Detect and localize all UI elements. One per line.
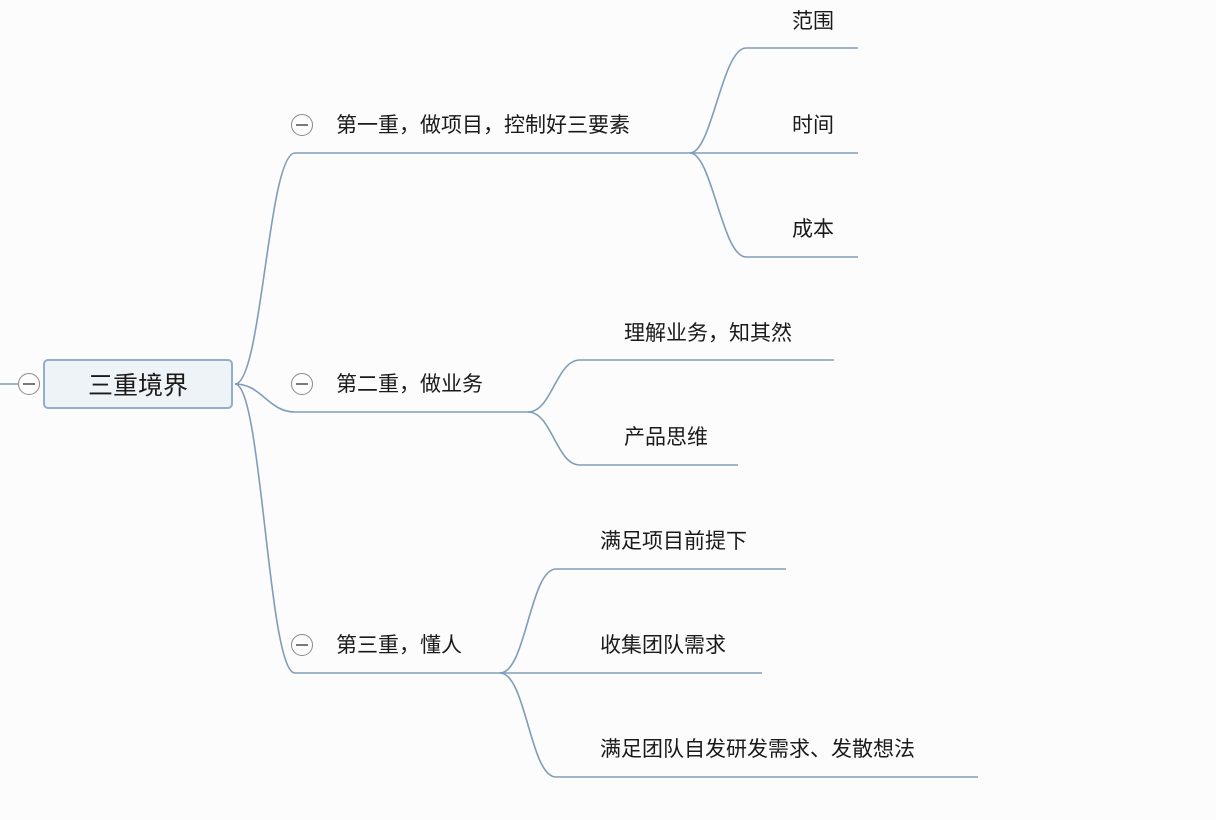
b3-leaf-3-topic[interactable]: 满足团队自发研发需求、发散想法 — [600, 737, 915, 761]
connector-root-branch-3 — [234, 383, 500, 674]
connector-b3-leaf-3 — [499, 672, 978, 778]
connector-b2-leaf-2 — [527, 411, 738, 466]
branch-2-topic[interactable]: 第二重，做业务 — [336, 372, 483, 396]
connector-b3-leaf-1 — [499, 568, 786, 674]
connector-root-branch-2 — [234, 383, 528, 413]
connector-b1-leaf-3 — [689, 152, 858, 258]
b2-leaf-2-topic[interactable]: 产品思维 — [624, 425, 708, 449]
b2-leaf-1-topic[interactable]: 理解业务，知其然 — [624, 321, 792, 345]
connector-b1-leaf-1 — [689, 47, 858, 154]
branch-3-collapse-icon[interactable] — [291, 634, 313, 656]
b3-leaf-1-topic[interactable]: 满足项目前提下 — [600, 529, 747, 553]
connector-root-branch-1 — [234, 152, 690, 385]
b1-leaf-1-topic[interactable]: 范围 — [792, 9, 834, 33]
root-topic-label: 三重境界 — [87, 371, 188, 400]
branch-2-collapse-icon[interactable] — [291, 373, 313, 395]
connector-b2-leaf-1 — [527, 359, 834, 413]
b3-leaf-2-topic[interactable]: 收集团队需求 — [600, 633, 726, 657]
root-collapse-icon[interactable] — [18, 373, 40, 395]
branch-1-topic[interactable]: 第一重，做项目，控制好三要素 — [336, 113, 630, 137]
b1-leaf-2-topic[interactable]: 时间 — [792, 113, 834, 137]
branch-1-collapse-icon[interactable] — [291, 114, 313, 136]
branch-3-topic[interactable]: 第三重，懂人 — [336, 633, 462, 657]
root-topic[interactable]: 三重境界 — [43, 359, 233, 409]
b1-leaf-3-topic[interactable]: 成本 — [792, 217, 834, 241]
